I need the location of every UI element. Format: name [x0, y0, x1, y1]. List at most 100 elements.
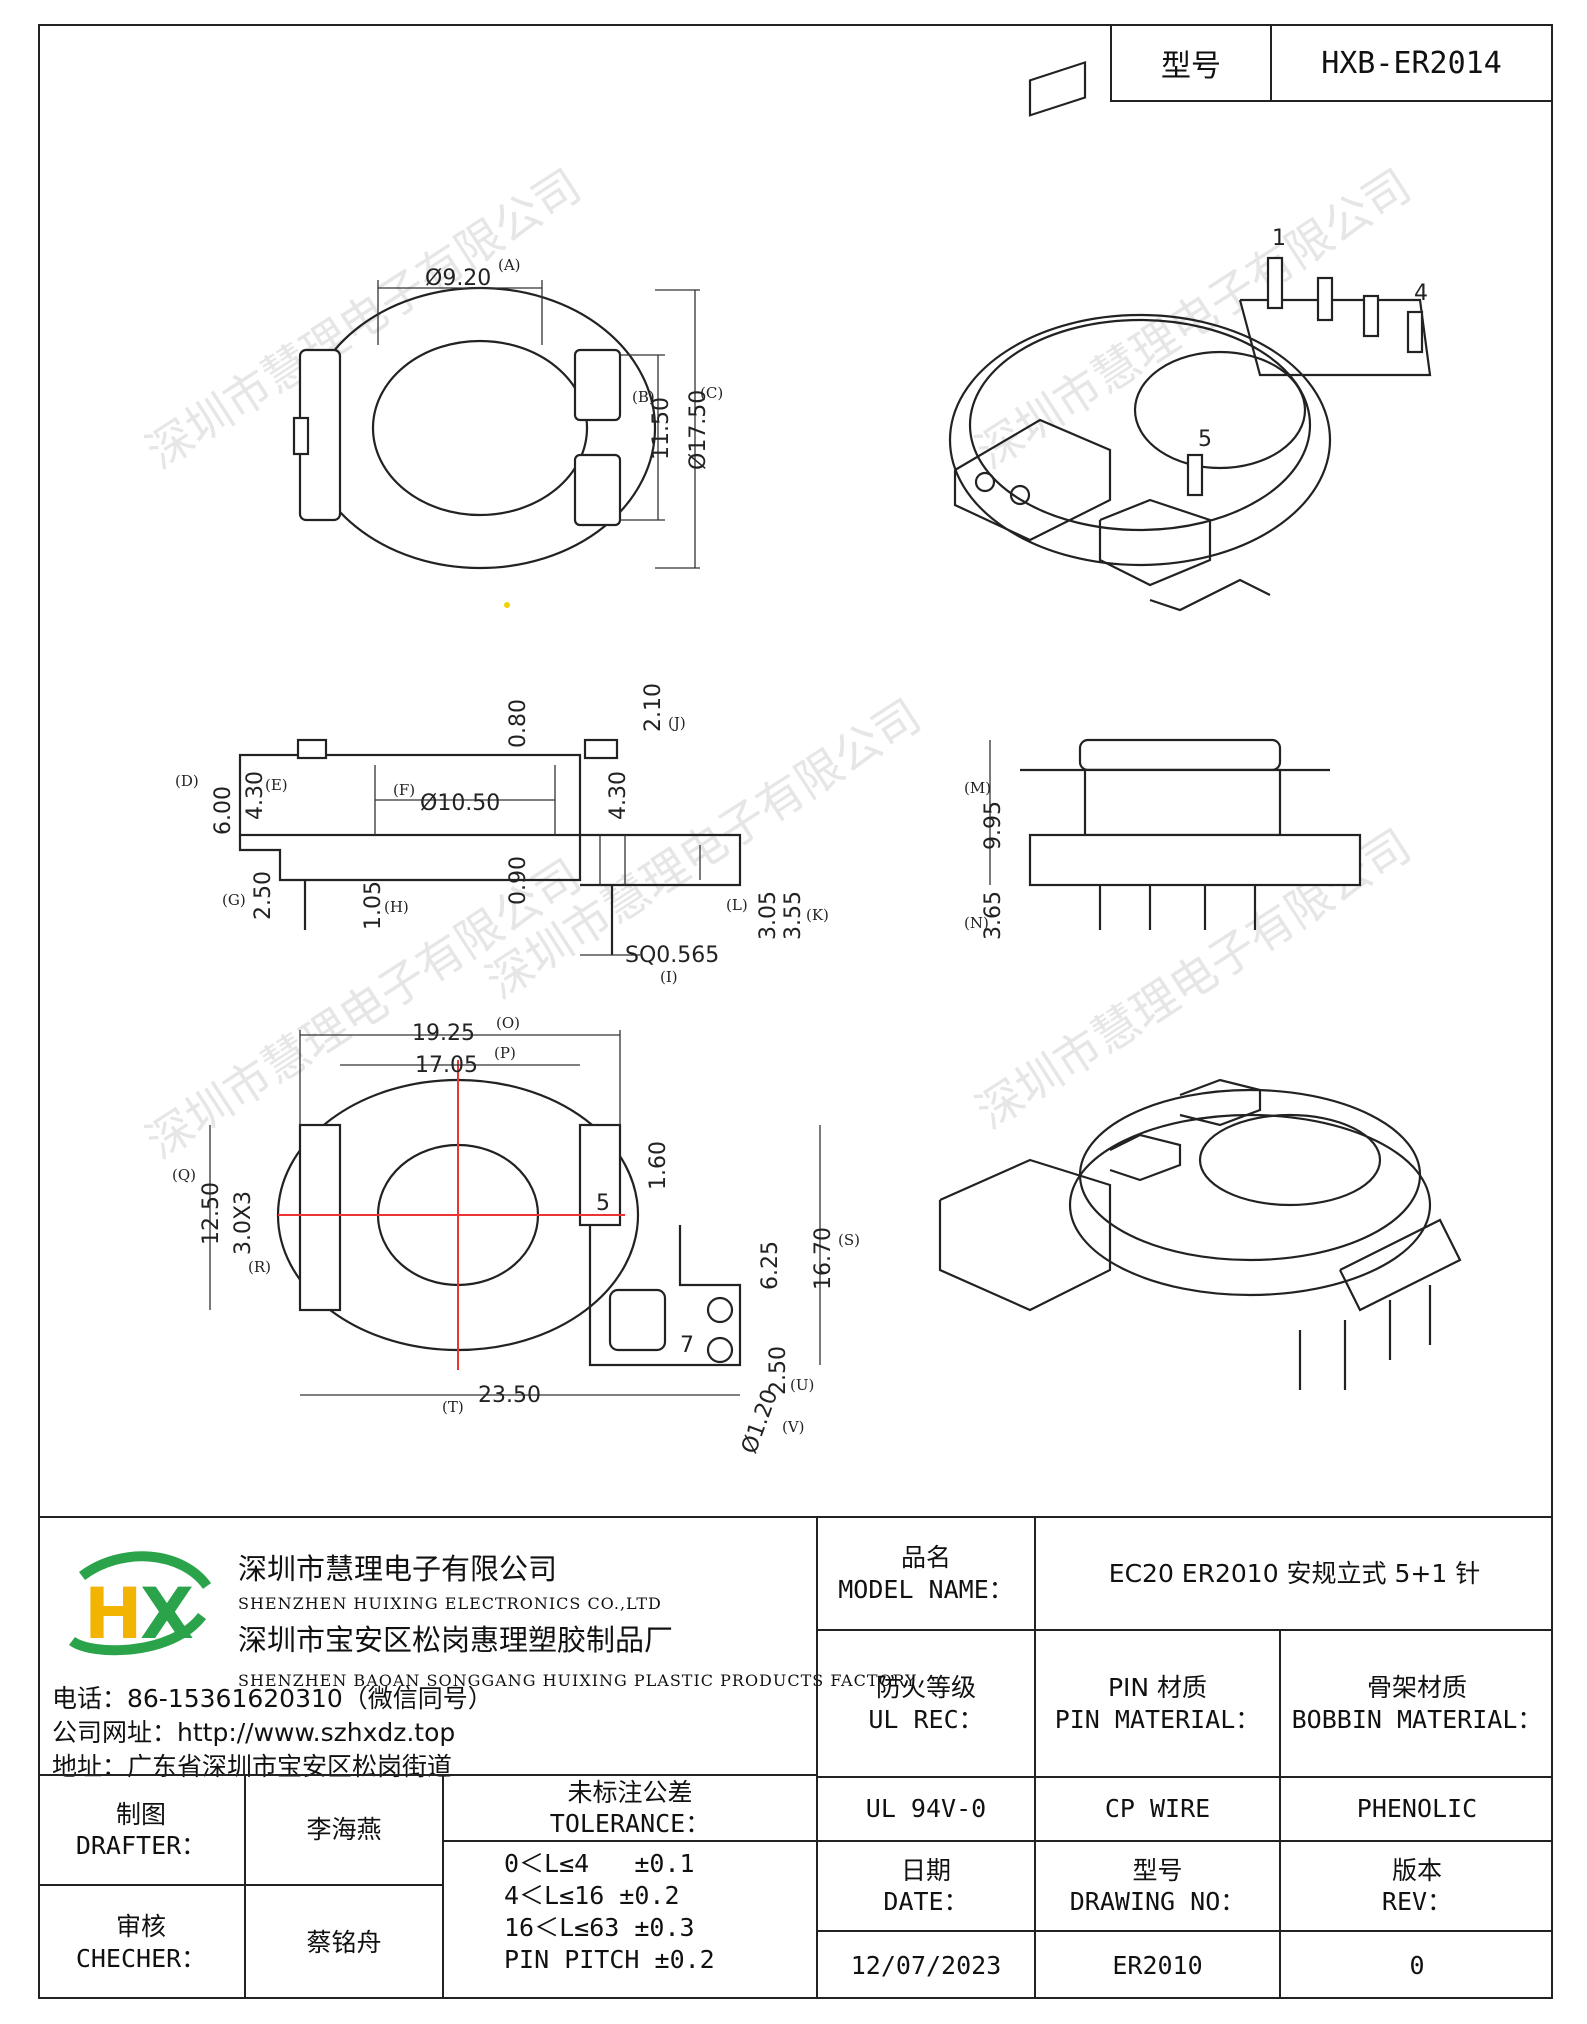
dim-side-4-30-right: 4.30	[606, 771, 631, 820]
dim-side-h-tag: (H)	[384, 898, 409, 916]
dim-bottom-v: Ø1.20	[737, 1386, 783, 1457]
dim-bottom-o-tag: (O)	[496, 1014, 520, 1032]
dim-end-m: 9.95	[981, 801, 1006, 850]
dim-top-a-tag: (A)	[498, 256, 521, 274]
model-number-box: 型号 HXB-ER2014	[1110, 24, 1553, 102]
dim-side-e-tag: (E)	[265, 776, 288, 794]
factory-name-en: SHENZHEN BAOAN SONGGANG HUIXING PLASTIC …	[238, 1671, 917, 1690]
pin-7-label: 7	[680, 1333, 694, 1358]
dim-bottom-p: 17.05	[415, 1053, 478, 1078]
tolerance-line-3: 16＜L≤63 ±0.3	[504, 1913, 695, 1942]
dim-bottom-v-tag: (V)	[782, 1418, 805, 1436]
date-value: 12/07/2023	[816, 1930, 1036, 1999]
dim-side-l: 3.05	[756, 891, 781, 940]
drawing-frame	[38, 24, 1553, 1999]
dim-bottom-6-25: 6.25	[758, 1241, 783, 1290]
dim-bottom-r-tag: (R)	[248, 1258, 271, 1276]
drawing-no-value: ER2010	[1034, 1930, 1281, 1999]
dim-side-d: 6.00	[211, 786, 236, 835]
model-label: 型号	[1112, 26, 1272, 100]
dim-bottom-t: 23.50	[478, 1383, 541, 1408]
watermarks: 深圳市慧理电子有限公司 深圳市慧理电子有限公司 深圳市慧理电子有限公司 深圳市慧…	[137, 158, 1421, 1169]
checker-name: 蔡铭舟	[244, 1884, 444, 1999]
top-view: Ø9.20 (A) 11.50 (B) Ø17.50 (C)	[292, 256, 723, 570]
company-name-cn: 深圳市慧理电子有限公司	[238, 1552, 558, 1586]
dim-side-k: 3.55	[781, 891, 806, 940]
dim-bottom-q: 12.50	[199, 1182, 224, 1245]
factory-name-cn: 深圳市宝安区松岗惠理塑胶制品厂	[238, 1623, 674, 1657]
dim-end-n-tag: (N)	[964, 914, 989, 932]
drafter-name: 李海燕	[244, 1774, 444, 1886]
dim-top-c-tag: (C)	[700, 384, 723, 402]
dim-bottom-u-tag: (U)	[790, 1376, 814, 1394]
bottom-view: 19.25 (O) 17.05 (P) 1.60 12.50 (Q) 3.0X3…	[172, 1014, 860, 1457]
website: 公司网址：http://www.szhxdz.top	[52, 1718, 456, 1747]
end-view: 9.95 (M) 3.65 (N)	[964, 738, 1362, 940]
dim-side-g: 2.50	[251, 871, 276, 920]
iso-view-top: 1 4 5	[948, 61, 1432, 612]
dim-bottom-t-tag: (T)	[442, 1398, 464, 1416]
pin-4-label: 4	[1414, 281, 1428, 306]
dim-bottom-q-tag: (Q)	[172, 1166, 196, 1184]
dim-side-g-tag: (G)	[222, 891, 246, 909]
model-value: HXB-ER2014	[1321, 45, 1502, 81]
dim-top-c: Ø17.50	[686, 390, 711, 470]
ul-rec-value: UL 94V-0	[816, 1776, 1036, 1842]
dim-side-h: 1.05	[361, 881, 386, 930]
svg-text:X: X	[140, 1573, 194, 1655]
dim-end-n: 3.65	[981, 891, 1006, 940]
dim-side-j: 2.10	[641, 683, 666, 732]
dim-side-i-tag: (I)	[660, 968, 678, 986]
dim-bottom-o: 19.25	[412, 1021, 475, 1046]
dim-side-0-80: 0.80	[506, 699, 531, 748]
dim-side-i: SQ0.565	[625, 943, 719, 968]
tolerance-line-2: 4＜L≤16 ±0.2	[504, 1881, 680, 1910]
dim-bottom-u: 2.50	[766, 1346, 791, 1395]
dim-side-l-tag: (L)	[726, 896, 748, 914]
dim-side-e: 4.30	[243, 771, 268, 820]
dim-bottom-1-60: 1.60	[646, 1141, 671, 1190]
watermark-1: 深圳市慧理电子有限公司	[137, 158, 591, 479]
dim-bottom-r: 3.0X3	[231, 1191, 256, 1255]
dim-top-b-tag: (B)	[632, 388, 655, 406]
tolerance-line-4: PIN PITCH ±0.2	[504, 1945, 715, 1974]
dim-bottom-s: 16.70	[811, 1227, 836, 1290]
dim-bottom-p-tag: (P)	[494, 1044, 516, 1062]
model-name-value: EC20 ER2010 安规立式 5+1 针	[1034, 1516, 1553, 1631]
pin-5-bottom-label: 5	[596, 1191, 610, 1216]
contact-block: 电话：86-15361620310（微信同号） 公司网址：http://www.…	[52, 1682, 493, 1784]
dim-end-m-tag: (M)	[964, 779, 991, 797]
phone: 电话：86-15361620310（微信同号）	[52, 1684, 493, 1713]
company-name-en: SHENZHEN HUIXING ELECTRONICS CO.,LTD	[238, 1594, 662, 1613]
dim-top-b: 11.50	[649, 397, 674, 460]
dim-side-f-tag: (F)	[393, 781, 415, 799]
technical-drawing: 深圳市慧理电子有限公司 深圳市慧理电子有限公司 深圳市慧理电子有限公司 深圳市慧…	[137, 61, 1462, 1457]
address: 地址：广东省深圳市宝安区松岗街道	[52, 1752, 453, 1781]
side-view: Ø10.50 (F) 0.80 0.90 2.10 (J) 6.00 (D) 4…	[175, 683, 829, 986]
pin-5-label: 5	[1198, 427, 1212, 452]
pin-material-value: CP WIRE	[1034, 1776, 1281, 1842]
dim-bottom-s-tag: (S)	[838, 1231, 860, 1249]
marker-dot	[504, 602, 510, 608]
svg-text:H: H	[84, 1573, 143, 1655]
hx-logo-icon: H X	[52, 1546, 217, 1666]
company-block: 深圳市慧理电子有限公司 SHENZHEN HUIXING ELECTRONICS…	[238, 1546, 917, 1690]
iso-view-bottom	[938, 1078, 1462, 1390]
pin-1-label: 1	[1272, 226, 1286, 251]
watermark-2: 深圳市慧理电子有限公司	[967, 158, 1421, 479]
dim-side-j-tag: (J)	[668, 714, 686, 732]
tolerance-line-1: 0＜L≤4 ±0.1	[504, 1849, 695, 1878]
bobbin-material-value: PHENOLIC	[1279, 1776, 1553, 1842]
rev-value: 0	[1279, 1930, 1553, 1999]
dim-side-0-90: 0.90	[506, 856, 531, 905]
dim-side-d-tag: (D)	[175, 772, 199, 790]
